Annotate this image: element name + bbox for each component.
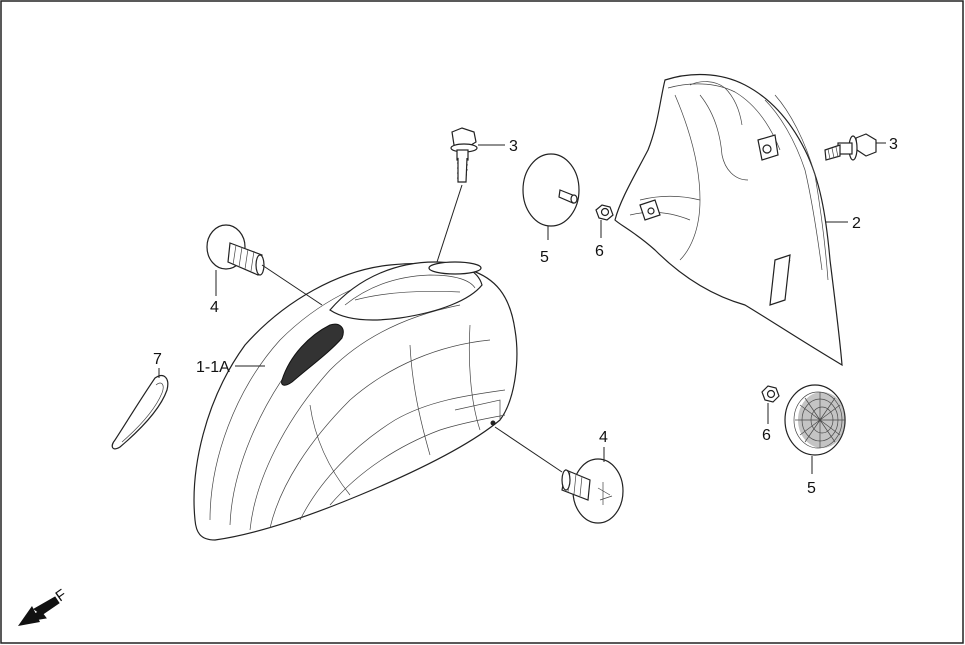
callout-6-bottom: 6 [762, 427, 771, 444]
callout-3-top: 3 [509, 138, 518, 155]
callout-7: 7 [153, 351, 162, 368]
nut-part-bottom [761, 385, 780, 403]
callout-5-top: 5 [540, 249, 549, 266]
bolt-part-right [824, 133, 877, 161]
front-fender-part [193, 261, 518, 541]
emblem-part [111, 375, 169, 450]
bolt-part-top-center [450, 127, 478, 183]
screw-washer-part-bottom [561, 458, 624, 524]
nut-part-top [595, 204, 614, 221]
callout-6-top: 6 [595, 243, 604, 260]
cap-part-top [522, 153, 580, 227]
rear-mudguard-part [614, 73, 843, 367]
front-direction-arrow-icon [18, 596, 60, 626]
callout-2: 2 [852, 215, 861, 232]
callout-4-left: 4 [210, 299, 219, 316]
callout-3-right: 3 [889, 136, 898, 153]
callout-1-1a: 1-1A [196, 359, 230, 376]
leader-lines [158, 142, 886, 474]
screw-washer-part-left [206, 224, 265, 276]
cap-part-bottom [784, 384, 846, 456]
callout-5-bottom: 5 [807, 480, 816, 497]
callout-4-bottom: 4 [599, 429, 608, 446]
